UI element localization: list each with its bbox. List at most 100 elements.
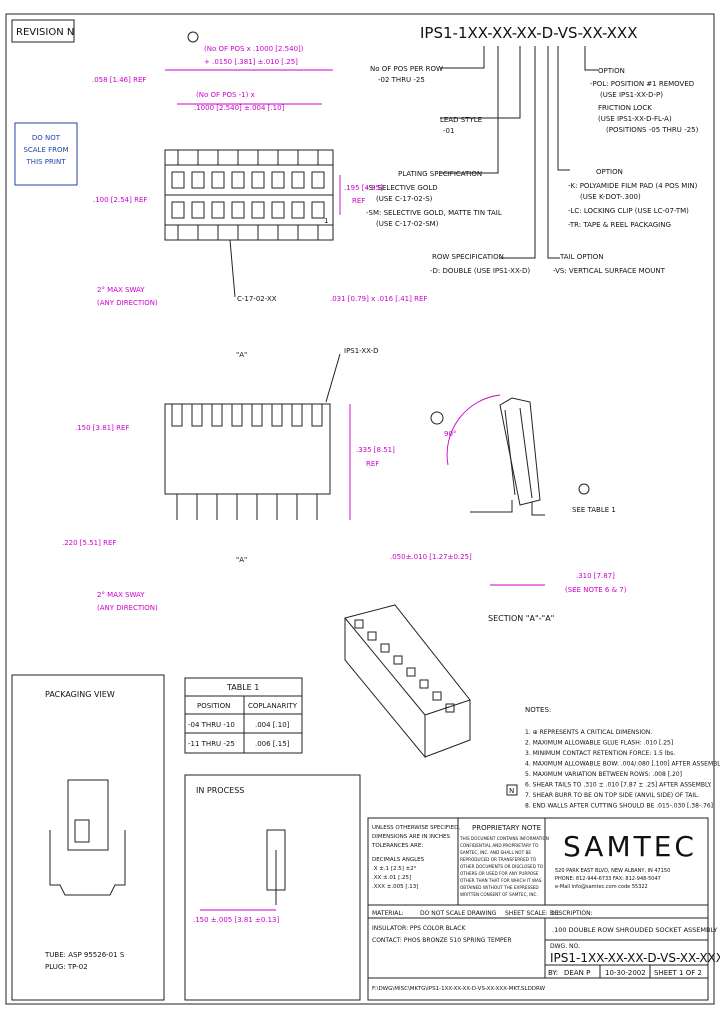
- packaging-drawing: [49, 779, 126, 896]
- dim-top1-line2: + .0150 [.381] ±.010 [.25]: [204, 58, 298, 66]
- material-label: MATERIAL:: [372, 910, 404, 917]
- dim-c17: C-17-02-XX: [237, 295, 277, 303]
- dim-top1-line1: (No OF POS x .1000 [2.540]): [204, 45, 304, 53]
- insulator-spec: INSULATOR: PPS COLOR BLACK: [372, 925, 466, 932]
- contact-cell-bottom: [311, 201, 325, 219]
- note-item: 6. SHEAR TAILS TO .310 ± .010 [7.87 ± .2…: [525, 782, 712, 789]
- section-label: SECTION "A"-"A": [488, 614, 554, 623]
- contact-cell-bottom: [171, 201, 185, 219]
- note-item: 8. END WALLS AFTER CUTTING SHOULD BE .01…: [525, 803, 713, 810]
- address-line: 520 PARK EAST BLVD, NEW ALBANY, IN 47150: [555, 868, 670, 874]
- callout-option2-3: (USE K-DOT-.300): [580, 193, 641, 201]
- contact-cell-bottom: [211, 201, 225, 219]
- sway-bottom-2: (ANY DIRECTION): [97, 604, 158, 612]
- callout-option2-1: OPTION: [596, 168, 623, 176]
- inprocess-title: IN PROCESS: [196, 786, 244, 795]
- callout-option2-5: -TR: TAPE & REEL PACKAGING: [568, 221, 671, 229]
- iso-slot: [445, 703, 455, 713]
- sway-bottom-1: 2° MAX SWAY: [97, 591, 145, 599]
- table1-row1-coplanarity: .004 [.10]: [255, 721, 290, 729]
- contact-cell-bottom: [231, 201, 245, 219]
- table1-row1-position: -04 THRU -10: [188, 721, 235, 729]
- iso-slot: [406, 667, 416, 677]
- contact-spec: CONTACT: PHOS BRONZE 510 SPRING TEMPER: [372, 937, 512, 944]
- top-view: [164, 149, 334, 241]
- tolerance-header: DIMENSIONS ARE IN INCHES: [372, 834, 450, 840]
- tolerance-value: .X ±.1 [2.5] ±2°: [372, 866, 417, 872]
- callout-option1-1: OPTION: [598, 67, 625, 75]
- do-not-scale-box: [14, 122, 78, 186]
- do-not-scale-line2: SCALE FROM: [23, 146, 68, 154]
- sheet-scale: SHEET SCALE: 3:1: [505, 910, 559, 917]
- contact-cell-top: [231, 171, 245, 189]
- callout-row-spec-1: ROW SPECIFICATION: [432, 253, 504, 261]
- by-label: BY:: [548, 969, 558, 977]
- iso-slot: [419, 679, 429, 689]
- tolerance-header: TOLERANCES ARE:: [371, 843, 423, 849]
- side-slot: [251, 403, 263, 427]
- callout-plating-1: PLATING SPECIFICATION: [398, 170, 482, 178]
- side-slot: [191, 403, 203, 427]
- inprocess-dim: .150 ±.005 [3.81 ±0.13]: [193, 916, 279, 924]
- rev-flag: [506, 784, 518, 796]
- part-number-callouts: [440, 46, 598, 259]
- contact-cell-top: [271, 171, 285, 189]
- contact-cell-top: [211, 171, 225, 189]
- tube-label: TUBE: ASP 95526-01 S: [44, 951, 125, 959]
- callout-option2-2: -K: POLYAMIDE FILM PAD (4 POS MIN): [568, 182, 698, 190]
- proprietary-title: PROPRIETARY NOTE: [472, 824, 541, 832]
- dim-c031: .031 [0.79] x .016 [.41] REF: [330, 295, 427, 303]
- side-view: [164, 403, 331, 520]
- side-slot: [311, 403, 323, 427]
- callout-option1-2: -POL: POSITION #1 REMOVED: [590, 80, 694, 88]
- callout-lead-style-2: -01: [443, 127, 454, 135]
- do-not-scale-drawing: DO NOT SCALE DRAWING: [420, 910, 497, 917]
- dwg-no-value: IPS1-1XX-XX-XX-D-VS-XX-XXX: [550, 951, 720, 965]
- iso-slot: [367, 631, 377, 641]
- tolerance-value: .XX ±.01 [.25]: [372, 875, 411, 881]
- callout-option1-5: (USE IPS1-XX-D-FL-A): [598, 115, 672, 123]
- notes-list: 1. ⊕ REPRESENTS A CRITICAL DIMENSION.2. …: [525, 729, 720, 810]
- notes-title: NOTES:: [525, 706, 551, 714]
- packaging-box: [11, 674, 165, 1001]
- address-line: e-Mail info@samtec.com code 55322: [555, 884, 648, 890]
- iso-slot: [380, 643, 390, 653]
- dim-ref335-2: REF: [366, 460, 379, 468]
- dim-top2-line1: (No OF POS -1) x: [196, 91, 255, 99]
- dim-ref195-1: .195 [4.95]: [344, 184, 383, 192]
- view-a-bottom: "A": [236, 556, 247, 564]
- table1: [184, 677, 303, 754]
- callout-lead-style-1: LEAD STYLE: [440, 116, 482, 124]
- proprietary-line: REPRODUCED OR TRANSFERRED TO: [460, 857, 537, 862]
- contact-cell-top: [291, 171, 305, 189]
- contact-cell-bottom: [291, 201, 305, 219]
- by-value: DEAN P: [564, 969, 590, 977]
- table1-row2-position: -11 THRU -25: [188, 740, 235, 748]
- contact-cell-bottom: [251, 201, 265, 219]
- callout-row-spec-2: -D: DOUBLE (USE IPS1-XX-D): [430, 267, 530, 275]
- c17-leader: [229, 239, 236, 298]
- ips1xxd-leader: [325, 353, 341, 403]
- tolerance-value: .XXX ±.005 [.13]: [372, 884, 418, 890]
- side-slot: [231, 403, 243, 427]
- contact-cell-top: [311, 171, 325, 189]
- description-value: .100 DOUBLE ROW SHROUDED SOCKET ASSEMBLY: [552, 926, 717, 934]
- proprietary-line: CONFIDENTIAL AND PROPRIETARY TO: [460, 843, 539, 848]
- callout-plating-3: (USE C-17-02-S): [376, 195, 433, 203]
- inprocess-box: [184, 774, 361, 1001]
- dim-310-2: (SEE NOTE 6 & 7): [565, 586, 627, 594]
- side-slot: [271, 403, 283, 427]
- view-a-top: "A": [236, 351, 247, 359]
- revision-box: [11, 19, 75, 43]
- dim-310-1: .310 [7.87]: [576, 572, 615, 580]
- table1-title: TABLE 1: [226, 683, 259, 692]
- do-not-scale-line1: DO NOT: [32, 134, 61, 142]
- file-path: F:\DWG\MISC\MKTG\IPS1-1XX-XX-XX-D-VS-XX-…: [372, 986, 546, 992]
- critical-dim-symbol-section: [430, 411, 444, 425]
- do-not-scale-line3: THIS PRINT: [26, 158, 67, 166]
- note-item: 3. MINIMUM CONTACT RETENTION FORCE: 1.5 …: [525, 750, 675, 757]
- title-block: [367, 817, 709, 1001]
- note-item: 7. SHEAR BURR TO BE ON TOP SIDE (ANVIL S…: [525, 792, 700, 799]
- table1-header-position: POSITION: [197, 702, 230, 710]
- inprocess-drawing: [200, 829, 286, 911]
